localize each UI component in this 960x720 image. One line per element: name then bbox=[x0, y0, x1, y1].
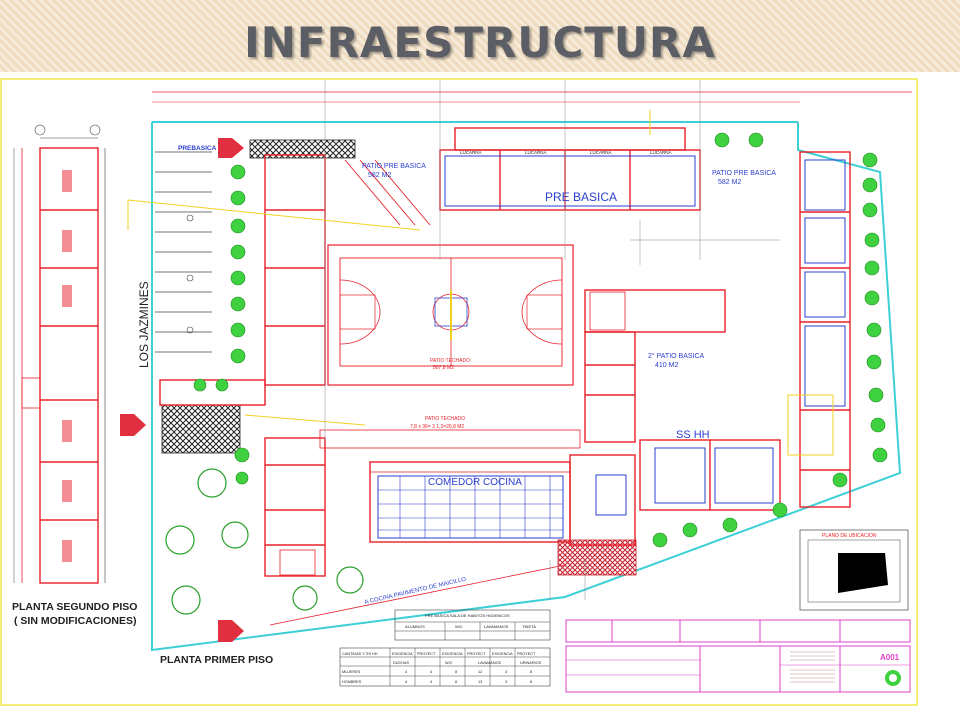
table2-row-mujeres: MUJERES bbox=[342, 670, 361, 674]
diagonal-walls bbox=[344, 159, 431, 226]
table2-row-hombres: HOMBRES bbox=[342, 680, 362, 684]
sheet-code: A001 bbox=[880, 653, 900, 662]
table2-header-6: PROYECT bbox=[517, 652, 536, 656]
construction-lines bbox=[324, 80, 780, 600]
label-pre-basica: PRE BASICA bbox=[545, 190, 617, 204]
covered-patio bbox=[319, 244, 581, 449]
label-access-road: A COCINA PAVIMENTO DE MAICILLO bbox=[364, 577, 467, 606]
first-floor-title: PLANTA PRIMER PISO bbox=[160, 654, 273, 666]
table2-cell: 12 bbox=[478, 670, 482, 674]
label-lucarna-2: LUCARNA bbox=[525, 150, 547, 155]
table2-sub-wc: W/C bbox=[445, 661, 453, 665]
table2-header-3: EXIGENCIA bbox=[442, 652, 463, 656]
second-floor-note: ( SIN MODIFICACIONES) bbox=[14, 615, 137, 627]
label-location-plan: PLANO DE UBICACION bbox=[822, 533, 877, 539]
label-patio-pre-basica-left: PATIO PRE BASICA bbox=[362, 163, 426, 170]
label-patio-left-area: 582 M2 bbox=[368, 172, 391, 179]
label-second-patio: 2° PATIO BASICA bbox=[648, 352, 705, 360]
entrance-arrows bbox=[120, 138, 244, 642]
table1-header-lavamanos: LAVAMANOS bbox=[484, 624, 509, 629]
table2-cell: 4 bbox=[430, 680, 432, 684]
trees bbox=[193, 132, 888, 548]
table2-cell: 4 bbox=[405, 680, 407, 684]
hatched-canopy-left bbox=[161, 404, 241, 454]
table2-cell: 4 bbox=[430, 670, 432, 674]
second-floor-room-labels bbox=[62, 170, 72, 562]
access-road-line bbox=[269, 564, 566, 626]
title-block-lines bbox=[790, 651, 835, 683]
table1-header-alumnos: ALUMNOS bbox=[405, 624, 425, 629]
table2-header-4: PROYECT bbox=[467, 652, 486, 656]
hatched-kitchen-yard bbox=[557, 539, 637, 576]
second-floor-dimension-marks bbox=[34, 124, 194, 583]
label-patio-techado: PATIO TECHADO bbox=[430, 358, 470, 364]
label-comedor-cocina: COMEDOR COCINA bbox=[428, 477, 522, 488]
table2-header-2: PROYECT bbox=[417, 652, 436, 656]
site-boundary bbox=[151, 91, 912, 652]
table2-cell: 8 bbox=[455, 680, 457, 684]
table2-cell: 13 bbox=[478, 680, 482, 684]
table2-cell: 8 bbox=[530, 670, 532, 674]
parking-stripes bbox=[155, 151, 212, 353]
blue-zones bbox=[377, 155, 846, 539]
table2-cell: 3 bbox=[505, 670, 507, 674]
label-lucarna-1: LUCARNA bbox=[460, 150, 482, 155]
table2-sub-lavamanos: LAVAMANOS bbox=[478, 661, 502, 665]
title-block bbox=[565, 619, 911, 693]
table2-sub-duchas: DUCHAS bbox=[393, 661, 410, 665]
table1-header-tineta: TINETA bbox=[522, 624, 536, 629]
label-patio-pre-basica-right: PATIO PRE BASICA bbox=[712, 170, 776, 177]
dining-tables bbox=[378, 476, 563, 538]
table2-header-5: EXIGENCIA bbox=[492, 652, 513, 656]
table2-header-1: EXIGENCIA bbox=[392, 652, 413, 656]
location-plan: PLANO DE UBICACION bbox=[799, 529, 909, 611]
restroom-table-1: PRE BASICA SALA DE HABITOS HIGIENICOS AL… bbox=[394, 609, 551, 641]
table2-cell: 4 bbox=[405, 670, 407, 674]
table2-header-0: CANTIDAD Y SS HH bbox=[342, 652, 378, 656]
slide-header: INFRAESTRUCTURA bbox=[0, 0, 960, 72]
hatched-canopy-top bbox=[249, 139, 356, 159]
label-ss-hh: SS HH bbox=[676, 429, 710, 441]
label-lucarna-3: LUCARNA bbox=[590, 150, 612, 155]
table2-cell: 8 bbox=[455, 670, 457, 674]
restroom-table-2: CANTIDAD Y SS HH EXIGENCIA PROYECT EXIGE… bbox=[339, 647, 551, 687]
label-prebasica: PREBASICA bbox=[178, 145, 217, 152]
second-floor-title: PLANTA SEGUNDO PISO bbox=[12, 601, 137, 613]
yellow-guides bbox=[127, 110, 834, 456]
table1-title: PRE BASICA SALA DE HABITOS HIGIENICOS bbox=[425, 613, 510, 618]
label-patio-techado-2-dims: 7,8 x 36= 3 1,2=26,8 M2 bbox=[410, 424, 464, 430]
street-label: LOS JAZMINES bbox=[137, 281, 151, 368]
slide-title: INFRAESTRUCTURA bbox=[244, 18, 716, 67]
label-lucarna-4: LUCARNA bbox=[650, 150, 672, 155]
table2-sub-urinarios: URINARIOS bbox=[520, 661, 542, 665]
north-arrow-center bbox=[889, 674, 897, 682]
building-walls bbox=[159, 127, 851, 577]
label-patio-techado-2: PATIO TECHADO bbox=[425, 416, 465, 422]
second-floor-plan bbox=[13, 147, 99, 584]
table1-header-wc: W/C bbox=[455, 624, 463, 629]
table2-cell: 3 bbox=[505, 680, 507, 684]
table2-cell: 6 bbox=[530, 680, 532, 684]
label-patio-techado-area: 507,8 M2 bbox=[433, 365, 454, 371]
label-patio-right-area: 582 M2 bbox=[718, 179, 741, 186]
label-second-patio-area: 410 M2 bbox=[655, 362, 678, 369]
large-trees bbox=[165, 468, 364, 615]
